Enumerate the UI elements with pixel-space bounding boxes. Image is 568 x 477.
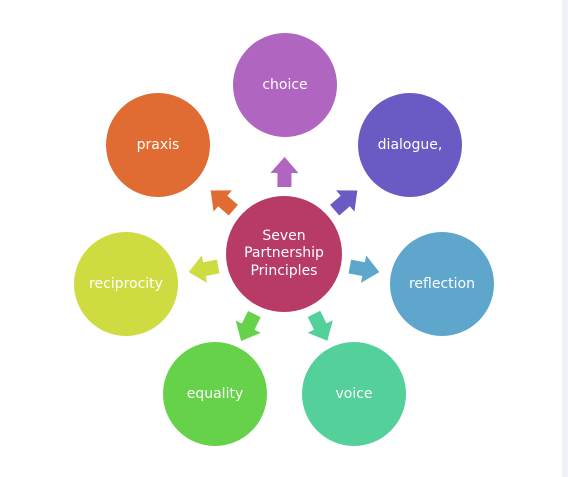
- arrow-to-reciprocity: [188, 255, 220, 283]
- principle-choice-label: choice: [262, 76, 308, 93]
- arrow-to-dialogue: [330, 190, 358, 216]
- principle-equality-label: equality: [186, 385, 244, 402]
- principle-equality: equality: [163, 342, 267, 446]
- principle-reciprocity: reciprocity: [74, 232, 178, 336]
- principle-dialogue: dialogue,: [358, 93, 462, 197]
- center-label: Seven Partnership Principles: [244, 227, 324, 279]
- arrow-to-equality: [235, 311, 261, 342]
- arrow-to-reflection: [348, 255, 380, 283]
- arrow-to-voice: [307, 310, 333, 341]
- principle-choice: choice: [233, 33, 337, 137]
- right-edge-strip: [562, 0, 568, 477]
- principle-praxis: praxis: [106, 93, 210, 197]
- principle-voice: voice: [302, 342, 406, 446]
- arrow-to-praxis: [210, 190, 238, 216]
- principle-reciprocity-label: reciprocity: [89, 275, 163, 292]
- arrow-to-choice: [270, 157, 299, 188]
- principle-voice-label: voice: [335, 385, 373, 402]
- center-node: Seven Partnership Principles: [226, 196, 342, 312]
- principle-praxis-label: praxis: [136, 136, 180, 153]
- principle-dialogue-label: dialogue,: [377, 136, 443, 153]
- principle-reflection-label: reflection: [408, 275, 475, 292]
- principle-reflection: reflection: [390, 232, 494, 336]
